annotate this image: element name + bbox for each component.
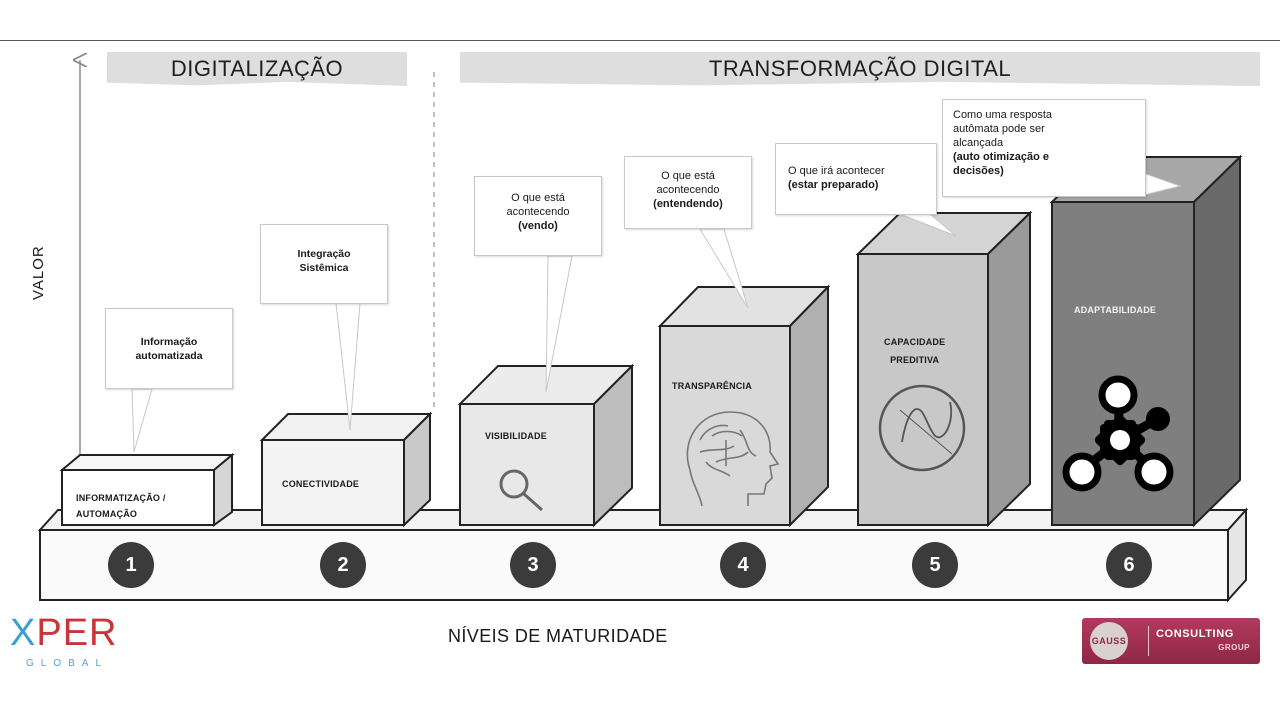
prediction-curve-icon xyxy=(878,384,966,472)
gauss-badge-text: GAUSS xyxy=(1091,636,1127,646)
callout-6-line-2: autômata pode ser xyxy=(953,123,1045,135)
x-axis-label-text: NÍVEIS DE MATURIDADE xyxy=(448,626,668,646)
level-number-4-text: 4 xyxy=(737,553,749,576)
brain-head-icon xyxy=(686,411,780,507)
callout-3-line-3: (vendo) xyxy=(518,220,558,232)
block-4-label: TRANSPARÊNCIA xyxy=(672,381,752,391)
callout-5-line-2: (estar preparado) xyxy=(788,179,879,191)
block-6-label: ADAPTABILIDADE xyxy=(1074,305,1156,315)
network-gear-icon xyxy=(1062,375,1174,492)
callout-2-line-1: Integração xyxy=(297,248,351,260)
phase-digitalizacao: DIGITALIZAÇÃO xyxy=(107,52,407,86)
callout-3-line-1: O que está xyxy=(511,192,565,204)
xper-global-logo: XPER GLOBAL xyxy=(8,612,148,674)
level-number-5: 5 xyxy=(912,542,958,588)
phase-digitalizacao-label: DIGITALIZAÇÃO xyxy=(170,56,344,81)
callout-1-line-2: automatizada xyxy=(135,350,203,362)
block-2-label-text: CONECTIVIDADE xyxy=(282,479,360,489)
level-number-2-text: 2 xyxy=(337,553,349,576)
phase-transformacao-label: TRANSFORMAÇÃO DIGITAL xyxy=(708,56,1012,81)
block-3-label-text: VISIBILIDADE xyxy=(485,431,547,441)
block-2 xyxy=(259,411,433,528)
block-2-label: CONECTIVIDADE xyxy=(282,479,359,489)
top-divider xyxy=(0,40,1280,41)
level-number-6: 6 xyxy=(1106,542,1152,588)
x-axis-label: NÍVEIS DE MATURIDADE xyxy=(448,626,668,647)
y-axis-label-text: VALOR xyxy=(30,245,47,300)
block-1-label-line-1: INFORMATIZAÇÃO / xyxy=(76,493,166,503)
level-number-3-text: 3 xyxy=(527,553,539,576)
level-number-1: 1 xyxy=(108,542,154,588)
callout-level-6: Como uma resposta autômata pode ser alca… xyxy=(942,99,1146,197)
block-1-label-line-2: AUTOMAÇÃO xyxy=(76,509,138,519)
callout-level-4: O que está acontecendo (entendendo) xyxy=(624,156,752,229)
gauss-consulting-logo: GAUSS CONSULTING GROUP xyxy=(1082,618,1260,664)
xper-logo-per: PER xyxy=(36,612,118,654)
block-1-label: INFORMATIZAÇÃO / AUTOMAÇÃO xyxy=(76,490,166,522)
level-number-2: 2 xyxy=(320,542,366,588)
callout-6-line-1: Como uma resposta xyxy=(953,109,1053,121)
callout-level-1: Informação automatizada xyxy=(105,308,233,389)
block-3 xyxy=(457,363,635,528)
callout-level-3: O que está acontecendo (vendo) xyxy=(474,176,602,256)
block-4 xyxy=(657,284,831,528)
block-5-label-line-2: PREDITIVA xyxy=(890,355,940,365)
callout-6-line-5: decisões) xyxy=(953,165,1004,177)
level-number-4: 4 xyxy=(720,542,766,588)
callout-1-line-1: Informação xyxy=(140,336,198,348)
block-6-label-text: ADAPTABILIDADE xyxy=(1074,305,1157,315)
callout-3-line-2: acontecendo xyxy=(506,206,570,218)
gauss-title: CONSULTING xyxy=(1156,628,1234,640)
callout-level-2: Integração Sistêmica xyxy=(260,224,388,304)
block-5 xyxy=(855,210,1033,528)
block-5-label: CAPACIDADE PREDITIVA xyxy=(884,333,945,369)
callout-4-line-1: O que está xyxy=(661,170,715,182)
gauss-badge: GAUSS xyxy=(1090,622,1128,660)
magnifier-icon xyxy=(499,469,543,512)
level-number-3: 3 xyxy=(510,542,556,588)
xper-logo-x: X xyxy=(10,612,37,654)
level-number-1-text: 1 xyxy=(125,553,137,576)
callout-4-line-3: (entendendo) xyxy=(653,198,723,210)
gauss-subtitle: GROUP xyxy=(1218,643,1250,652)
level-number-6-text: 6 xyxy=(1123,553,1135,576)
xper-logo-word: XPER xyxy=(10,612,118,655)
callout-5-line-1: O que irá acontecer xyxy=(788,165,885,177)
block-5-label-line-1: CAPACIDADE xyxy=(884,337,946,347)
gauss-divider xyxy=(1148,626,1149,656)
block-3-label: VISIBILIDADE xyxy=(485,431,547,441)
callout-level-5: O que irá acontecer (estar preparado) xyxy=(775,143,937,215)
callout-2-line-2: Sistêmica xyxy=(299,262,349,274)
callout-6-line-3: alcançada xyxy=(953,137,1004,149)
phase-transformacao: TRANSFORMAÇÃO DIGITAL xyxy=(460,52,1260,86)
block-4-label-text: TRANSPARÊNCIA xyxy=(672,381,752,391)
block-1 xyxy=(59,452,235,527)
xper-logo-sub: GLOBAL xyxy=(26,658,109,669)
level-number-5-text: 5 xyxy=(929,553,941,576)
callout-4-line-2: acontecendo xyxy=(656,184,720,196)
y-axis-label: VALOR xyxy=(30,245,47,300)
callout-6-line-4: (auto otimização e xyxy=(953,151,1049,163)
